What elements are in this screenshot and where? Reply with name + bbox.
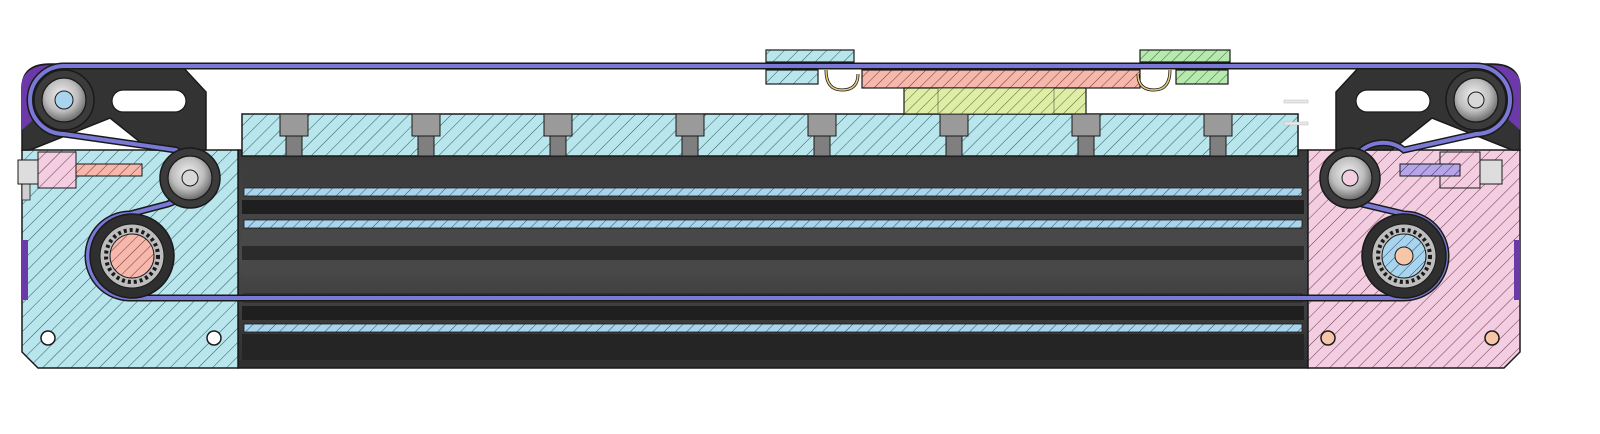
aluminum-extrusion <box>237 149 1309 369</box>
left-tensioner-screw <box>17 151 143 189</box>
bolt <box>279 113 309 157</box>
top-mounting-plate <box>241 113 1299 157</box>
bolt <box>1203 113 1233 157</box>
right-lower-idler <box>1319 147 1381 209</box>
right-belt-clamp <box>1136 49 1231 92</box>
left-lower-idler <box>159 147 221 209</box>
reference-marks <box>1283 99 1309 126</box>
left-top-idler <box>33 69 95 131</box>
right-tensioner-screw <box>1399 151 1503 189</box>
bolt <box>939 113 969 157</box>
left-drive-sprocket <box>89 213 175 299</box>
right-top-idler <box>1445 69 1507 131</box>
bolt <box>675 113 705 157</box>
plate-bolts <box>279 113 1233 157</box>
bolt <box>807 113 837 157</box>
bolt <box>543 113 573 157</box>
right-drive-sprocket <box>1361 213 1447 299</box>
carriage-assembly <box>861 69 1141 115</box>
left-belt-clamp <box>765 49 860 92</box>
bolt <box>411 113 441 157</box>
bolt <box>1071 113 1101 157</box>
